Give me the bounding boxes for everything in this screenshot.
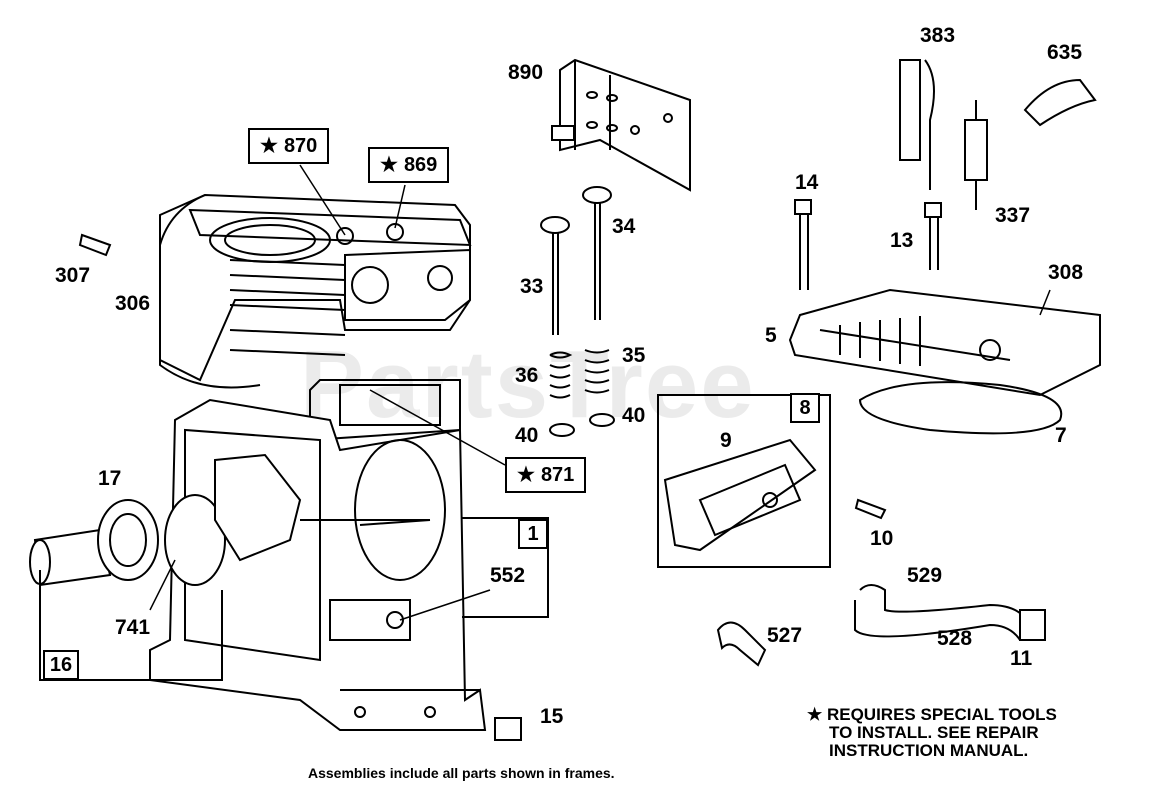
callout-35: 35 <box>622 344 646 367</box>
springs-drawing <box>549 349 615 437</box>
callout-635: 635 <box>1047 41 1083 64</box>
star-icon: ★ <box>260 135 278 157</box>
callout-871-box: ★ 871 <box>505 457 587 493</box>
note-line-2: TO INSTALL. SEE REPAIR <box>829 723 1039 742</box>
bracket-drawing <box>551 58 691 192</box>
callout-890: 890 <box>508 61 544 84</box>
callout-16: 16 <box>43 650 79 680</box>
bolts-drawing <box>794 199 942 290</box>
callout-7: 7 <box>1055 424 1067 447</box>
callout-383: 383 <box>920 24 956 47</box>
clamp-drawing <box>716 621 767 667</box>
callout-17: 17 <box>98 467 122 490</box>
callout-870: 870 <box>283 135 318 157</box>
footer-caption: Assemblies include all parts shown in fr… <box>308 765 615 781</box>
crankcase-assembly-frame <box>462 517 549 618</box>
small-bolts-drawing <box>78 233 887 741</box>
callout-5: 5 <box>765 324 777 347</box>
callout-871: 871 <box>540 464 575 486</box>
callout-870-box: ★ 870 <box>248 128 330 164</box>
star-icon: ★ <box>517 464 535 486</box>
note-line-3: INSTRUCTION MANUAL. <box>829 741 1029 760</box>
callout-9: 9 <box>720 429 732 452</box>
callout-308: 308 <box>1048 261 1084 284</box>
callout-33: 33 <box>520 275 544 298</box>
callout-527: 527 <box>767 624 803 647</box>
callout-528: 528 <box>937 627 973 650</box>
callout-306: 306 <box>115 292 151 315</box>
callout-15: 15 <box>540 705 564 728</box>
callout-8: 8 <box>790 393 820 423</box>
callout-307: 307 <box>55 264 91 287</box>
watermark: PartsTree <box>300 331 756 438</box>
callout-337: 337 <box>995 204 1031 227</box>
callout-552: 552 <box>490 564 526 587</box>
star-icon: ★ <box>380 154 398 176</box>
note-line-1: ★ REQUIRES SPECIAL TOOLS <box>807 705 1057 724</box>
callout-40-right: 40 <box>622 404 646 427</box>
spark-plug-drawing <box>899 59 1097 210</box>
crankshaft-assembly-frame <box>39 570 223 681</box>
callout-869: 869 <box>403 154 438 176</box>
callout-1: 1 <box>518 519 548 549</box>
callout-10: 10 <box>870 527 894 550</box>
callout-36: 36 <box>515 364 539 387</box>
callout-14: 14 <box>795 171 819 194</box>
gasket-drawing <box>858 381 1063 435</box>
cover-drawing <box>788 288 1101 397</box>
callout-34: 34 <box>612 215 636 238</box>
leader-lines <box>149 164 1051 621</box>
callout-869-box: ★ 869 <box>368 147 450 183</box>
callout-741: 741 <box>115 616 151 639</box>
callout-529: 529 <box>907 564 943 587</box>
callout-11: 11 <box>1010 647 1033 670</box>
crankshaft-drawing <box>29 453 430 587</box>
breather-tube-drawing <box>854 584 1046 641</box>
breather-drawing <box>663 438 817 552</box>
special-tools-note: ★ REQUIRES SPECIAL TOOLS TO INSTALL. SEE… <box>807 706 1057 760</box>
callout-13: 13 <box>890 229 914 252</box>
cylinder-block-drawing <box>149 193 487 731</box>
callout-40-left: 40 <box>515 424 539 447</box>
valves-drawing <box>540 186 612 335</box>
breather-assembly-frame <box>657 394 831 568</box>
